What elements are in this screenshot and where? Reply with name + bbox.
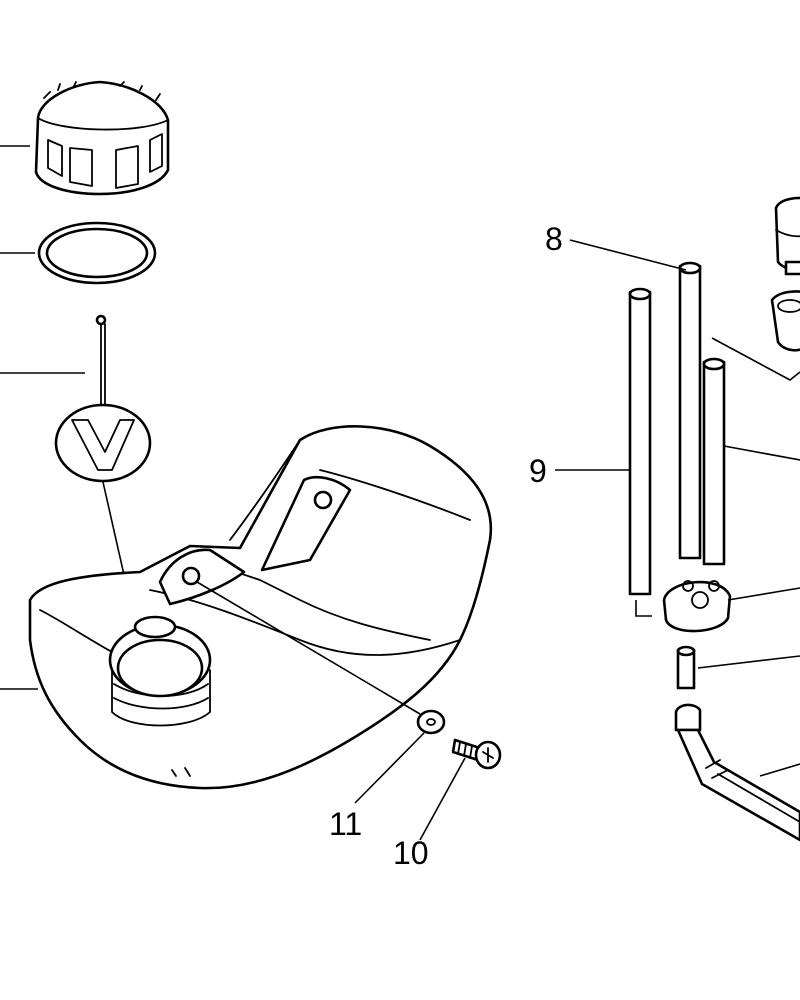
fuel-tank	[28, 425, 493, 790]
fuel-strainer	[54, 314, 152, 483]
vent-fitting-lower	[770, 290, 800, 352]
leader-right-tube	[723, 445, 800, 461]
leader-10	[419, 757, 466, 841]
label-11: 11	[329, 806, 362, 842]
leader-filter-tube	[697, 655, 800, 669]
leader-11	[354, 732, 425, 804]
leader-vent-bracket	[711, 337, 800, 381]
fuel-tubes	[628, 261, 726, 596]
bolt	[451, 738, 502, 770]
washer	[416, 709, 446, 735]
small-filter-tube	[676, 645, 696, 690]
leader-fuel-line	[759, 763, 800, 777]
leader-8	[569, 239, 687, 271]
fuel-line	[674, 703, 800, 842]
tank-grommet	[662, 580, 732, 633]
leader-mount-to-washer	[196, 581, 421, 715]
leader-grommet	[727, 587, 800, 601]
label-9: 9	[529, 453, 547, 489]
cap-gasket	[37, 221, 157, 285]
label-10: 10	[393, 835, 429, 871]
leader-grommet-bracket	[635, 600, 652, 617]
label-8: 8	[545, 221, 563, 257]
vent-fitting-upper	[774, 196, 800, 276]
fuel-cap	[34, 80, 170, 196]
